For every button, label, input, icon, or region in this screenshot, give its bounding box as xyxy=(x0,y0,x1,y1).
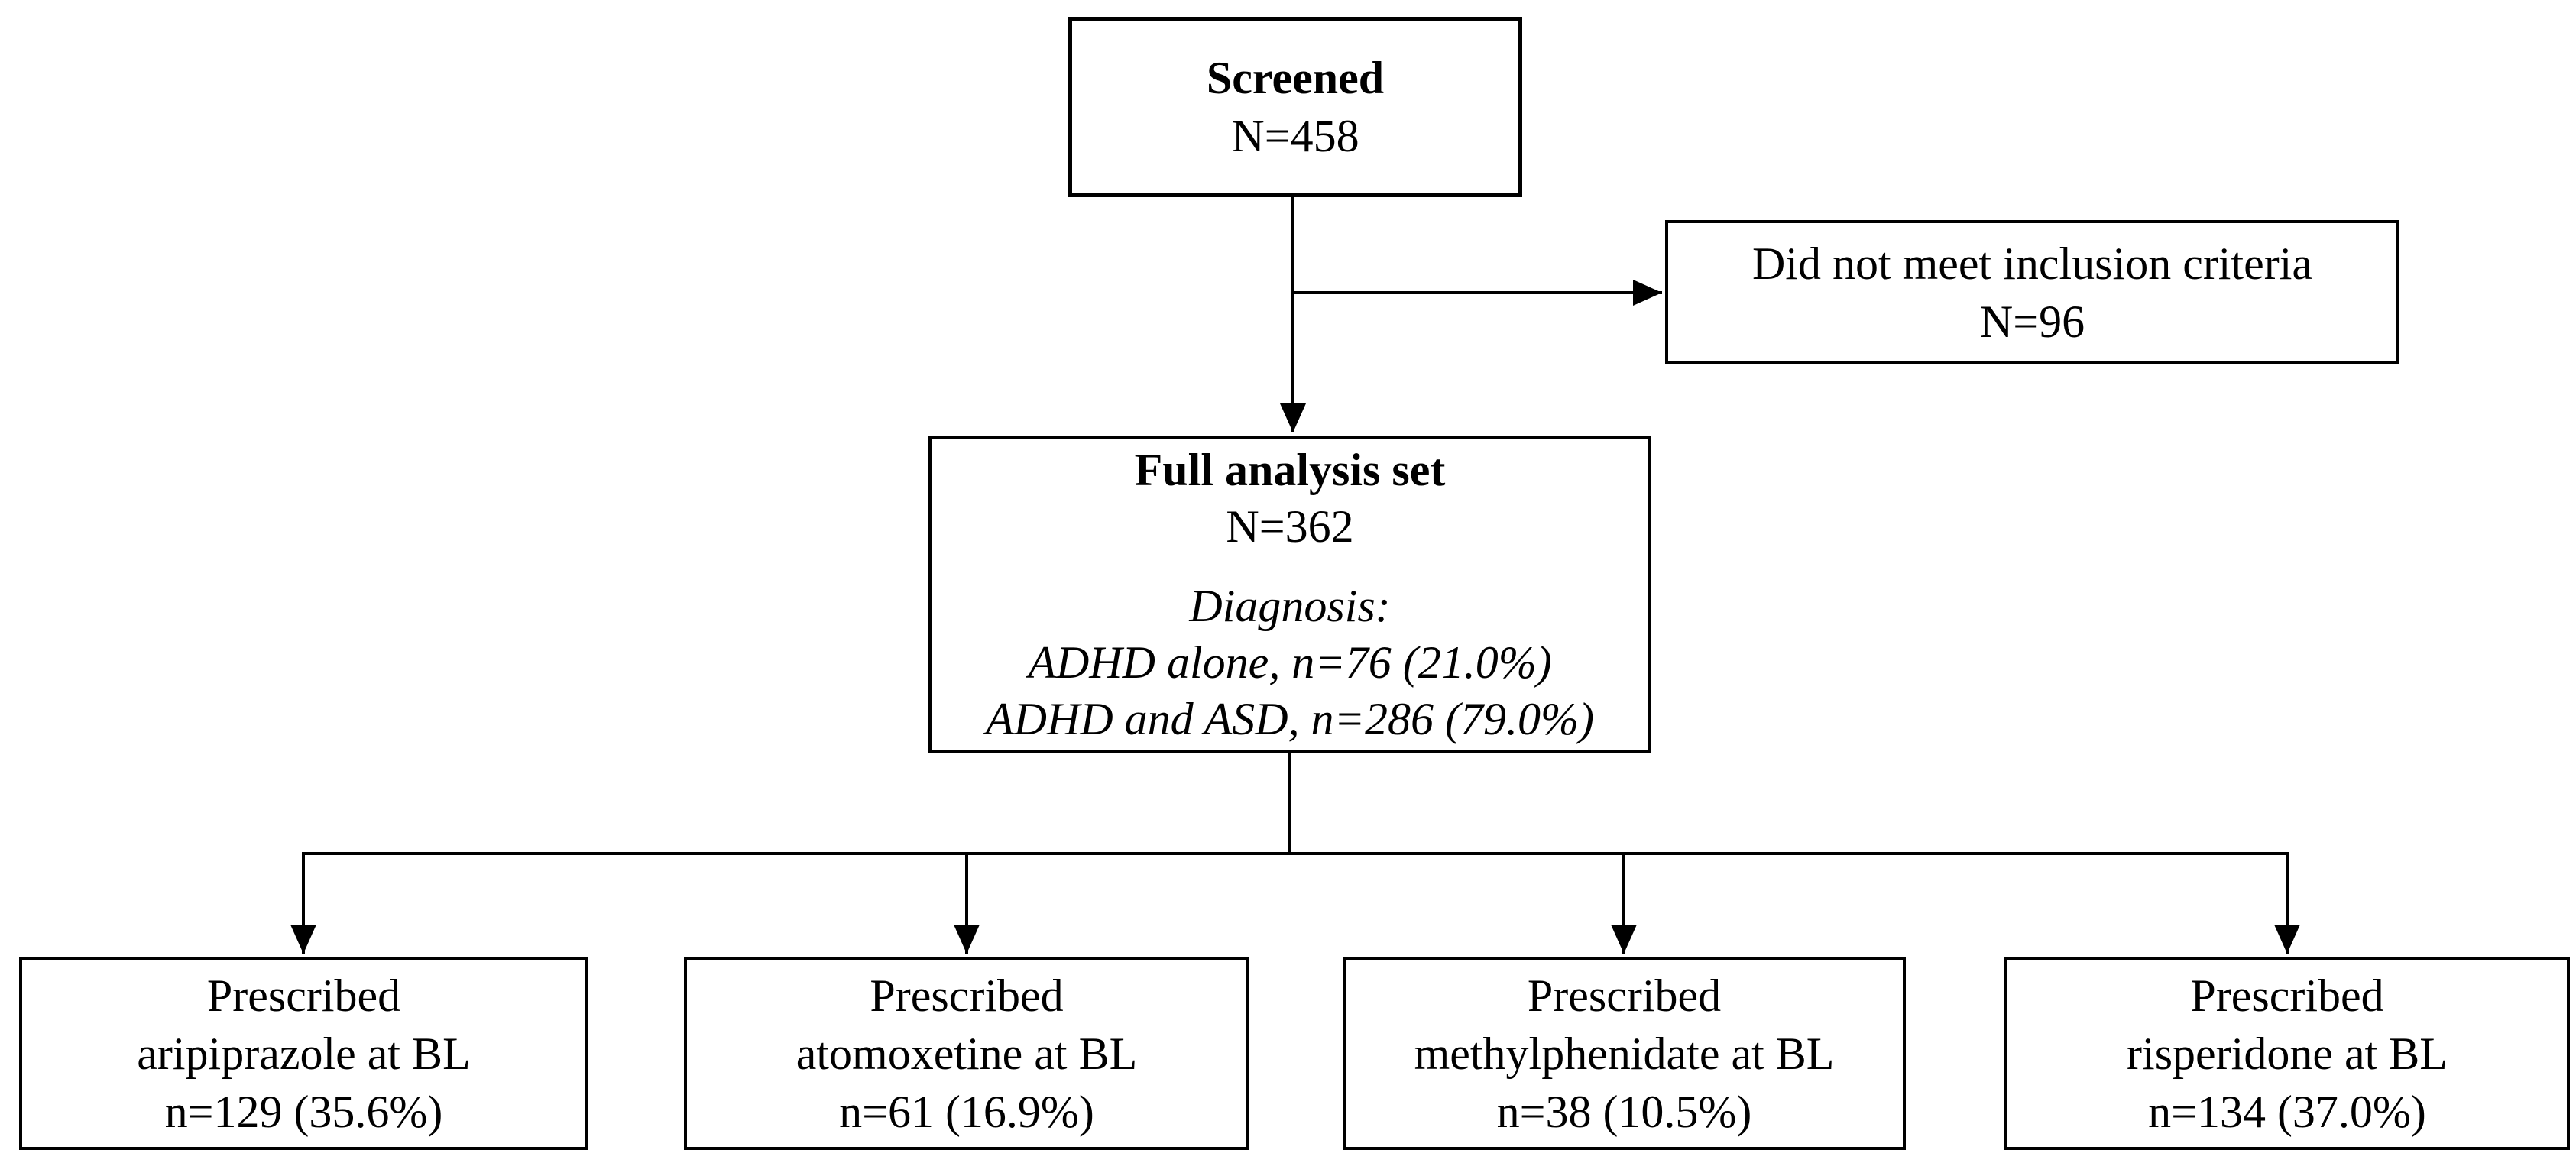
arm-line1: Prescribed xyxy=(2190,970,2384,1021)
arm-line1: Prescribed xyxy=(870,970,1064,1021)
methylphenidate-box: Prescribed methylphenidate at BL n=38 (1… xyxy=(1343,957,1906,1150)
arm-count: n=38 (10.5%) xyxy=(1496,1086,1752,1137)
screened-title: Screened xyxy=(1206,53,1385,103)
diagnosis-adhd-asd: ADHD and ASD, n=286 (79.0%) xyxy=(986,693,1594,744)
aripiprazole-box: Prescribed aripiprazole at BL n=129 (35.… xyxy=(19,957,588,1150)
arm-line2: methylphenidate at BL xyxy=(1414,1028,1835,1079)
diagnosis-adhd-alone: ADHD alone, n=76 (21.0%) xyxy=(1028,637,1552,688)
excluded-reason: Did not meet inclusion criteria xyxy=(1751,238,2313,289)
screened-count: N=458 xyxy=(1231,111,1359,161)
full-analysis-title: Full analysis set xyxy=(1134,444,1446,495)
risperidone-box: Prescribed risperidone at BL n=134 (37.0… xyxy=(2004,957,2570,1150)
arm-line1: Prescribed xyxy=(1527,970,1722,1021)
screened-box: Screened N=458 xyxy=(1068,17,1522,197)
arm-count: n=134 (37.0%) xyxy=(2148,1086,2426,1137)
full-analysis-box: Full analysis set N=362 Diagnosis: ADHD … xyxy=(928,436,1651,753)
arm-line2: risperidone at BL xyxy=(2127,1028,2448,1079)
arm-count: n=61 (16.9%) xyxy=(839,1086,1094,1137)
arm-line2: aripiprazole at BL xyxy=(137,1028,471,1079)
atomoxetine-box: Prescribed atomoxetine at BL n=61 (16.9%… xyxy=(684,957,1249,1150)
diagnosis-label: Diagnosis: xyxy=(1189,580,1391,631)
arm-line1: Prescribed xyxy=(206,970,401,1021)
arm-line2: atomoxetine at BL xyxy=(795,1028,1138,1079)
excluded-count: N=96 xyxy=(1979,296,2085,347)
full-analysis-count: N=362 xyxy=(1226,501,1354,552)
excluded-box: Did not meet inclusion criteria N=96 xyxy=(1665,220,2399,364)
arm-count: n=129 (35.6%) xyxy=(164,1086,443,1137)
